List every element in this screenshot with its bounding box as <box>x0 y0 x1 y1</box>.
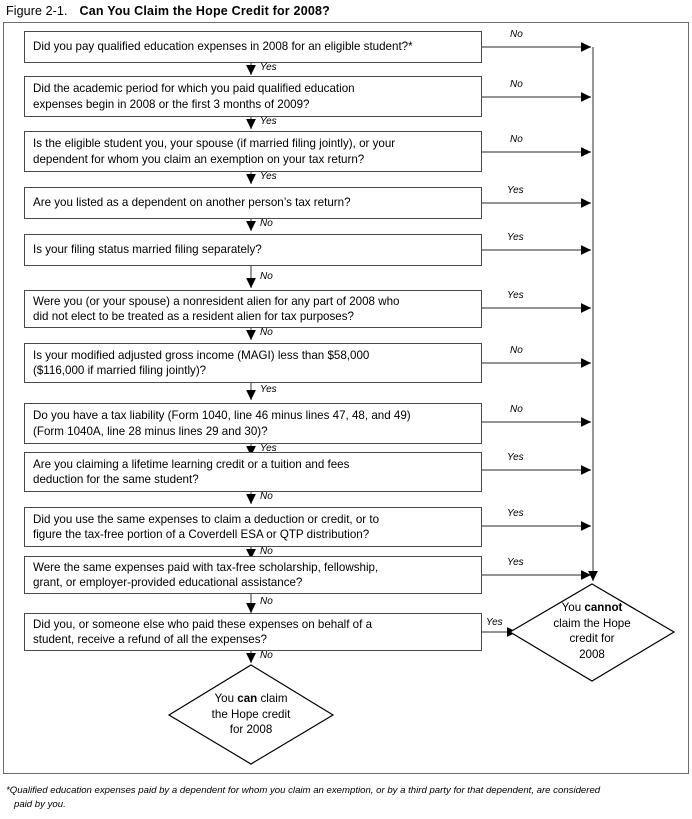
decision-box-q9[interactable]: Are you claiming a lifetime learning cre… <box>24 452 482 492</box>
decision-box-text: Did you pay qualified education expenses… <box>33 40 413 54</box>
edge-label-q9-down: No <box>260 491 273 502</box>
decision-box-text: Do you have a tax liability (Form 1040, … <box>33 409 411 438</box>
terminal-cannot-line1: You cannot <box>561 601 623 614</box>
edge-label-q3-down: Yes <box>260 171 277 182</box>
edge-label-q8-down: Yes <box>260 443 277 454</box>
decision-box-q1[interactable]: Did you pay qualified education expenses… <box>24 31 482 63</box>
decision-box-text: Did you use the same expenses to claim a… <box>33 512 380 542</box>
terminal-cannot-line3: credit for <box>569 632 615 645</box>
edge-label-q2-down: Yes <box>260 116 277 127</box>
decision-box-q12[interactable]: Did you, or someone else who paid these … <box>24 613 482 651</box>
figure-footnote: *Qualified education expenses paid by a … <box>6 784 684 811</box>
terminal-label-can: You can claim the Hope credit for 2008 <box>171 691 331 738</box>
terminal-can-line3: for 2008 <box>229 723 273 736</box>
edge-label-q9-side: Yes <box>507 452 524 463</box>
edge-label-q11-side: Yes <box>507 557 524 568</box>
decision-box-text: Did the academic period for which you pa… <box>33 82 355 111</box>
decision-box-q7[interactable]: Is your modified adjusted gross income (… <box>24 343 482 383</box>
decision-box-q11[interactable]: Were the same expenses paid with tax-fre… <box>24 556 482 594</box>
decision-box-text: Are you listed as a dependent on another… <box>33 196 351 210</box>
terminal-cannot-line2: claim the Hope <box>553 616 631 630</box>
edge-label-q6-down: No <box>260 327 273 338</box>
edge-label-q5-down: No <box>260 271 273 282</box>
edge-label-q12-down: No <box>260 650 273 661</box>
figure-title: Can You Claim the Hope Credit for 2008? <box>79 4 330 18</box>
decision-box-text: Are you claiming a lifetime learning cre… <box>33 457 350 487</box>
decision-box-text: Did you, or someone else who paid these … <box>33 617 373 647</box>
edge-label-q2-side: No <box>510 79 523 90</box>
decision-box-q4[interactable]: Are you listed as a dependent on another… <box>24 187 482 219</box>
footnote-line-1: *Qualified education expenses paid by a … <box>6 785 601 796</box>
decision-box-text: Were the same expenses paid with tax-fre… <box>33 560 379 590</box>
edge-label-q5-side: Yes <box>507 232 524 243</box>
terminal-can-line1: You can claim <box>214 692 288 705</box>
decision-box-q2[interactable]: Did the academic period for which you pa… <box>24 76 482 117</box>
edge-label-q3-side: No <box>510 134 523 145</box>
decision-box-q6[interactable]: Were you (or your spouse) a nonresident … <box>24 290 482 328</box>
terminal-can-line2: the Hope credit <box>211 707 291 721</box>
decision-box-text: Were you (or your spouse) a nonresident … <box>33 294 400 324</box>
decision-box-q5[interactable]: Is your filing status married filing sep… <box>24 234 482 266</box>
decision-box-q8[interactable]: Do you have a tax liability (Form 1040, … <box>24 403 482 444</box>
edge-label-q10-down: No <box>260 546 273 557</box>
decision-box-text: Is the eligible student you, your spouse… <box>33 137 396 166</box>
edge-label-q4-down: No <box>260 218 273 229</box>
edge-label-q7-down: Yes <box>260 384 277 395</box>
edge-label-q7-side: No <box>510 345 523 356</box>
edge-label-q6-side: Yes <box>507 290 524 301</box>
edge-label-q1-side: No <box>510 29 523 40</box>
figure-caption: Figure 2-1. Can You Claim the Hope Credit… <box>6 2 686 20</box>
decision-box-text: Is your modified adjusted gross income (… <box>33 348 370 378</box>
edge-label-q8-side: No <box>510 404 523 415</box>
decision-box-q3[interactable]: Is the eligible student you, your spouse… <box>24 131 482 172</box>
decision-box-text: Is your filing status married filing sep… <box>33 243 262 257</box>
edge-label-q10-side: Yes <box>507 508 524 519</box>
terminal-label-cannot: You cannot claim the Hope credit for 200… <box>512 600 672 662</box>
decision-box-q10[interactable]: Did you use the same expenses to claim a… <box>24 507 482 547</box>
footnote-line-2: paid by you. <box>14 798 66 810</box>
terminal-cannot-line4: 2008 <box>579 647 605 661</box>
edge-label-q12-side: Yes <box>486 617 503 628</box>
edge-label-q11-down: No <box>260 596 273 607</box>
edge-label-q1-down: Yes <box>260 62 277 73</box>
edge-label-q4-side: Yes <box>507 185 524 196</box>
figure-number: Figure 2-1. <box>6 4 68 18</box>
